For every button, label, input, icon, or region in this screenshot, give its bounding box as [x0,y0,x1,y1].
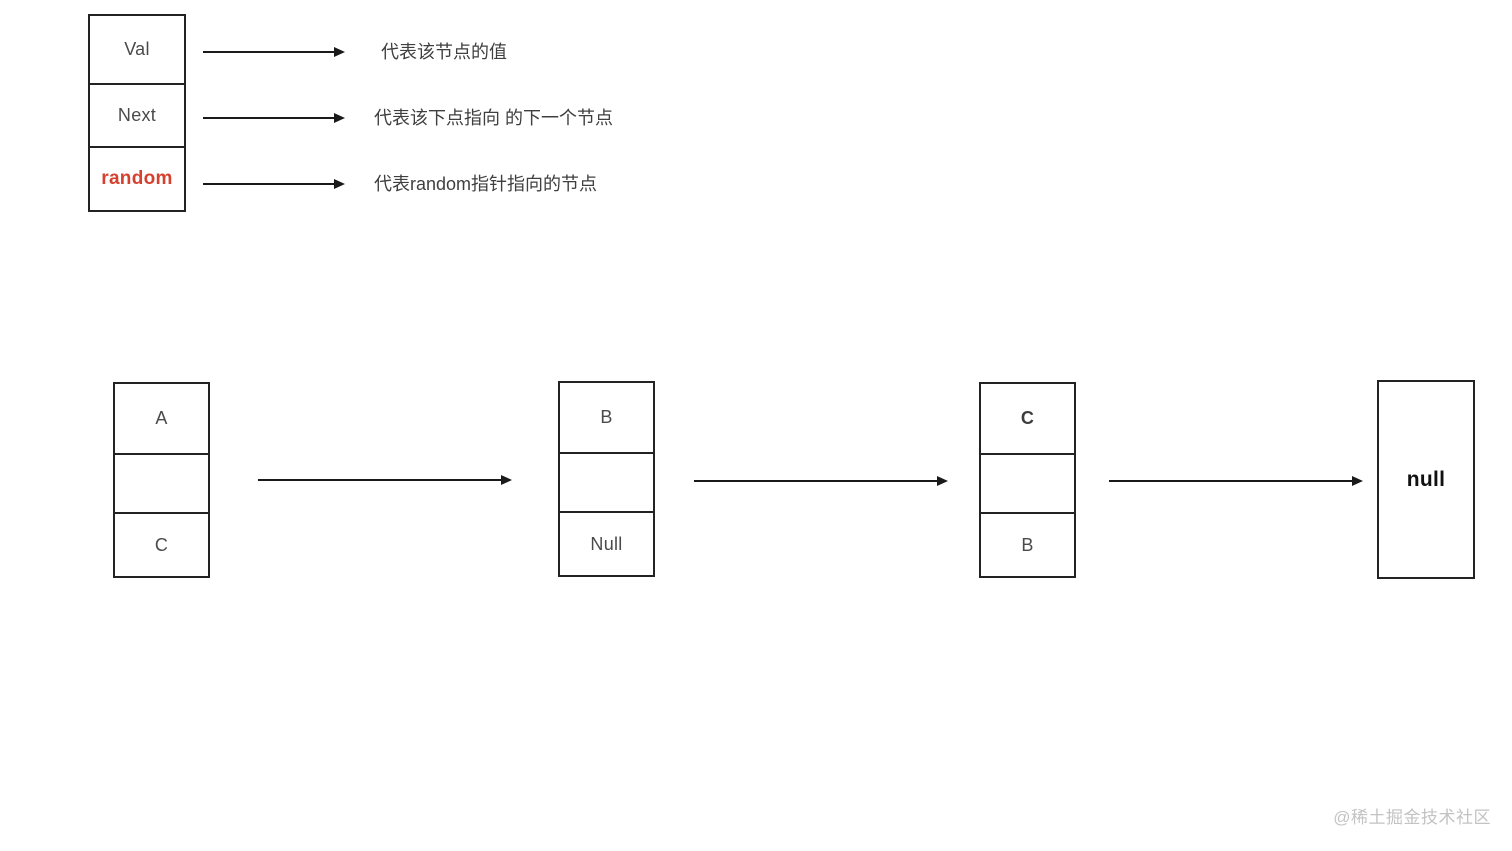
list-node-b: B Null [558,381,655,577]
node-a-random: C [154,534,169,555]
node-b-val-cell: B [560,383,653,452]
legend-next-label: Next [117,105,157,125]
node-c-val: C [1020,408,1035,428]
node-a-val-cell: A [115,384,208,453]
legend-arrow-val [203,47,345,57]
node-b-val: B [600,407,613,427]
legend-description-val: 代表该节点的值 [381,42,507,62]
node-c-random: B [1021,534,1034,555]
node-c-random-cell: B [981,512,1074,576]
node-a-next-cell [115,453,208,512]
node-a-random-cell: C [115,512,208,576]
list-node-c: C B [979,382,1076,578]
legend-arrow-next [203,113,345,123]
list-node-a: A C [113,382,210,578]
legend-random-cell: random [90,146,184,210]
legend-description-random: 代表random指针指向的节点 [374,174,598,194]
list-terminator-box: null [1377,380,1475,579]
legend-structure-box: Val Next random [88,14,186,212]
next-pointer-arrow-b-c [694,476,948,486]
legend-description-next: 代表该下点指向 的下一个节点 [374,108,613,128]
node-b-random: Null [590,533,623,554]
terminator-null-cell: null [1379,382,1473,577]
next-pointer-arrow-a-b [258,475,512,485]
node-a-val: A [155,408,168,428]
node-c-next-cell [981,453,1074,512]
node-c-val-cell: C [981,384,1074,453]
node-b-next-cell [560,452,653,511]
legend-val-label: Val [124,39,150,59]
legend-arrow-random [203,179,345,189]
node-b-random-cell: Null [560,511,653,575]
watermark: @稀土掘金技术社区 [1333,808,1491,827]
next-pointer-arrow-c-null [1109,476,1363,486]
legend-next-cell: Next [90,83,184,146]
legend-random-label: random [101,168,173,189]
terminator-null-label: null [1406,467,1446,491]
legend-val-cell: Val [90,16,184,83]
